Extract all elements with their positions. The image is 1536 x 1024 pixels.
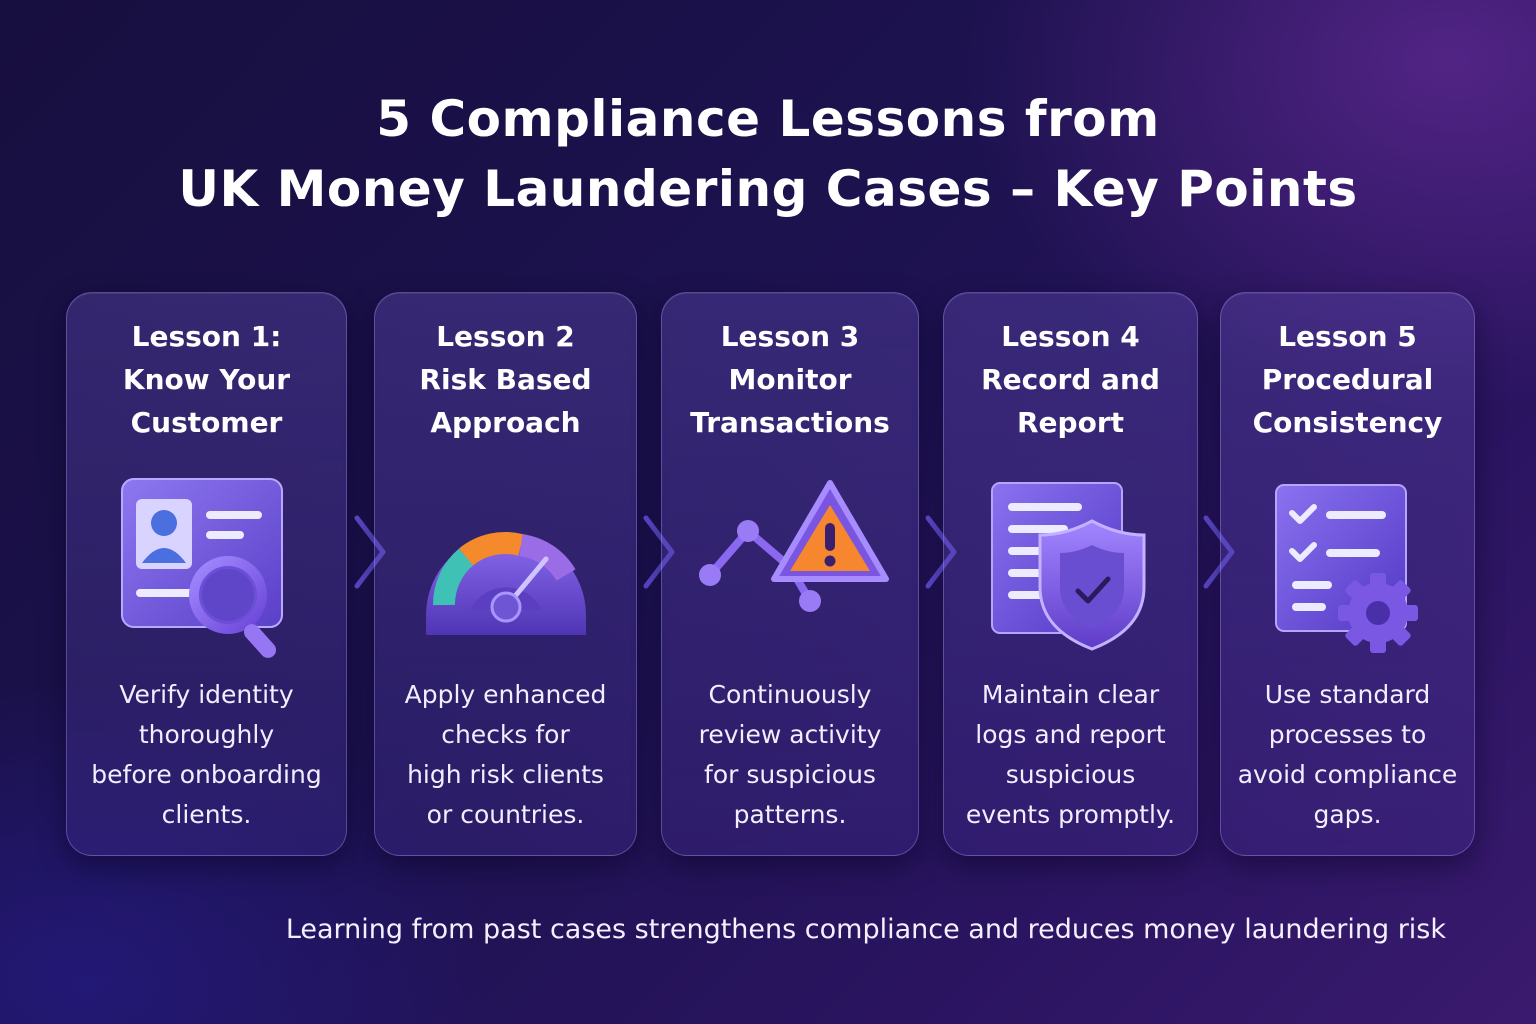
title-line-2: UK Money Laundering Cases – Key Points <box>178 160 1358 218</box>
document-shield-icon <box>990 482 1145 651</box>
lesson-5-desc-line: avoid compliance <box>1237 760 1458 789</box>
lesson-card-1: Lesson 1: Know Your Customer Verify iden… <box>66 292 347 856</box>
lesson-4-desc-line: Maintain clear <box>981 680 1160 709</box>
lesson-4-desc-line: logs and report <box>975 720 1166 749</box>
lesson-2-desc-line: high risk clients <box>407 760 604 789</box>
lesson-2-title-line: Risk Based <box>419 363 592 396</box>
lesson-5-title-line: Consistency <box>1252 406 1443 439</box>
lesson-3-desc-line: Continuously <box>708 680 872 709</box>
chevron-right-icon <box>1203 515 1235 589</box>
lesson-1-desc-line: Verify identity <box>119 680 294 709</box>
lesson-4-title: Lesson 4 Record and Report <box>944 315 1197 444</box>
checklist-gear-icon <box>1274 484 1418 653</box>
title-line-1: 5 Compliance Lessons from <box>376 90 1160 148</box>
lesson-4-title-line: Report <box>1016 406 1125 439</box>
lesson-card-3: Lesson 3 Monitor Transactions Continuous… <box>661 292 919 856</box>
lesson-3-description: Continuously review activity for suspici… <box>662 675 918 835</box>
chevron-right-icon <box>354 515 386 589</box>
lesson-3-title: Lesson 3 Monitor Transactions <box>662 315 918 444</box>
lesson-3-title-line: Monitor <box>728 363 852 396</box>
risk-gauge-icon <box>425 532 586 635</box>
lesson-1-title-line: Customer <box>130 406 283 439</box>
lesson-2-desc-line: Apply enhanced <box>404 680 607 709</box>
lesson-1-title: Lesson 1: Know Your Customer <box>67 315 346 444</box>
lesson-5-desc-line: processes to <box>1268 720 1427 749</box>
lesson-card-4: Lesson 4 Record and Report Maintain clea… <box>943 292 1198 856</box>
chevron-right-icon <box>925 515 957 589</box>
lesson-4-title-line: Record and <box>981 363 1160 396</box>
lesson-2-desc-line: checks for <box>441 720 570 749</box>
id-card-magnifier-icon <box>120 478 283 658</box>
lesson-card-2: Lesson 2 Risk Based Approach Apply enhan… <box>374 292 637 856</box>
lesson-1-title-line: Lesson 1: <box>131 320 282 353</box>
lesson-2-description: Apply enhanced checks for high risk clie… <box>375 675 636 835</box>
lesson-4-desc-line: events promptly. <box>965 800 1176 829</box>
lesson-3-title-line: Lesson 3 <box>720 320 860 353</box>
lesson-5-desc-line: Use standard <box>1264 680 1431 709</box>
lesson-2-title-line: Approach <box>430 406 581 439</box>
lesson-5-title-line: Lesson 5 <box>1278 320 1417 353</box>
lesson-3-desc-line: for suspicious <box>704 760 876 789</box>
chevron-right-icon <box>643 515 675 589</box>
lesson-5-desc-line: gaps. <box>1313 800 1382 829</box>
lesson-5-title-line: Procedural <box>1261 363 1434 396</box>
lesson-4-title-line: Lesson 4 <box>1001 320 1140 353</box>
lesson-1-description: Verify identity thoroughly before onboar… <box>67 675 346 835</box>
lesson-1-desc-line: thoroughly <box>138 720 275 749</box>
lesson-2-title-line: Lesson 2 <box>436 320 575 353</box>
lesson-3-desc-line: patterns. <box>733 800 847 829</box>
footer-caption: Learning from past cases strengthens com… <box>285 914 1446 945</box>
lesson-1-desc-line: before onboarding <box>91 760 322 789</box>
lesson-5-description: Use standard processes to avoid complian… <box>1221 675 1474 835</box>
lesson-2-desc-line: or countries. <box>426 800 585 829</box>
lesson-1-desc-line: clients. <box>161 800 252 829</box>
lesson-5-title: Lesson 5 Procedural Consistency <box>1221 315 1474 444</box>
lesson-3-title-line: Transactions <box>690 406 890 439</box>
lesson-card-5: Lesson 5 Procedural Consistency <box>1220 292 1475 856</box>
lesson-4-description: Maintain clear logs and report suspiciou… <box>944 675 1197 835</box>
warning-graph-icon <box>699 480 889 612</box>
lesson-2-title: Lesson 2 Risk Based Approach <box>375 315 636 444</box>
lesson-3-desc-line: review activity <box>698 720 882 749</box>
lesson-4-desc-line: suspicious <box>1005 760 1136 789</box>
page-title: 5 Compliance Lessons from UK Money Laund… <box>0 84 1536 224</box>
lesson-1-title-line: Know Your <box>122 363 291 396</box>
